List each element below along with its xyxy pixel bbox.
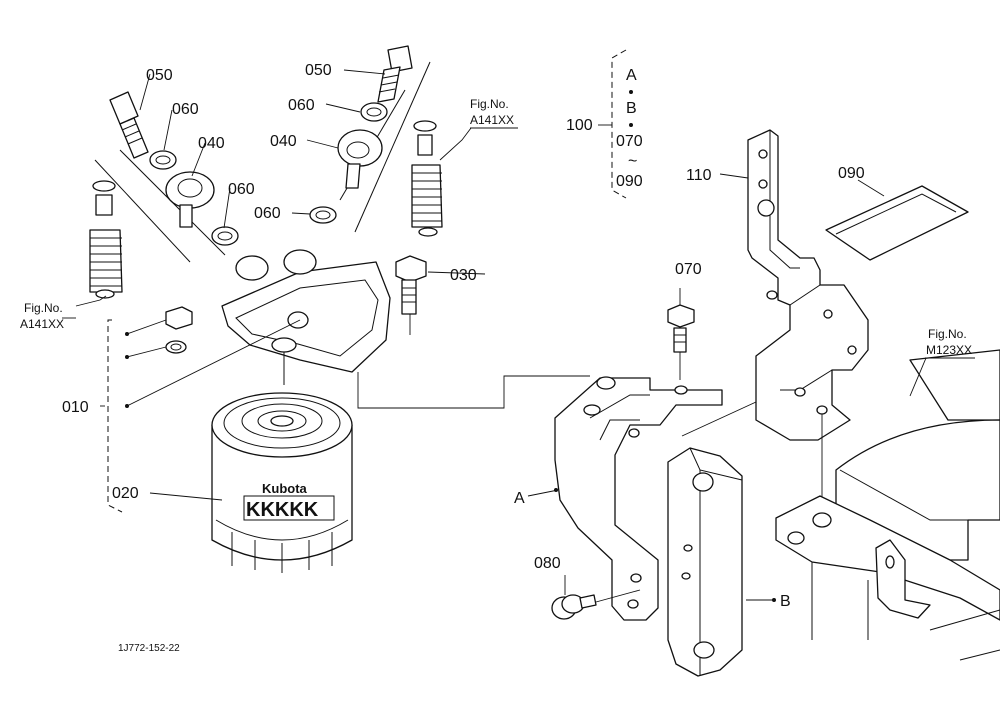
tractor-body-outline xyxy=(775,349,1000,661)
banjo-fitting-left xyxy=(165,171,215,228)
fig-ref-body-code: M123XX xyxy=(926,343,972,357)
assembly-item-b: B xyxy=(626,100,637,117)
label-110: 110 xyxy=(686,167,712,184)
washer-left-upper xyxy=(149,150,177,170)
label-070-bolt: 070 xyxy=(675,261,702,278)
label-060-right-upper: 060 xyxy=(288,97,315,114)
part-labels: 050 060 040 060 050 060 040 060 030 010 … xyxy=(62,62,865,610)
assembly-100-list: A B 070 ~ 090 xyxy=(616,67,643,190)
fig-ref-body-label: Fig.No. xyxy=(928,327,967,341)
label-040-left: 040 xyxy=(198,135,225,152)
washer-right-upper xyxy=(360,102,388,122)
leader-lines-right-top xyxy=(291,69,518,275)
fuel-hose-right xyxy=(411,120,443,237)
label-050-right: 050 xyxy=(305,62,332,79)
filter-logo-text: KKKKK xyxy=(246,499,319,521)
bracket-bolt-070 xyxy=(667,288,695,380)
washer-right-lower xyxy=(309,206,337,224)
label-plate-b: B xyxy=(780,593,791,610)
label-100: 100 xyxy=(566,117,593,134)
label-bracket-a: A xyxy=(514,490,525,507)
figure-references: Fig.No. A141XX Fig.No. A141XX Fig.No. M1… xyxy=(20,97,972,357)
fig-ref-left-code: A141XX xyxy=(20,317,64,331)
banjo-bolt-right xyxy=(377,45,413,103)
label-090-sheet: 090 xyxy=(838,165,865,182)
leader-lines-left xyxy=(62,73,301,501)
label-060-right-lower: 060 xyxy=(254,205,281,222)
label-060-left-upper: 060 xyxy=(172,101,199,118)
leader-lines-bracket xyxy=(527,401,776,602)
bracket-a xyxy=(554,376,723,621)
fig-ref-right-code: A141XX xyxy=(470,113,514,127)
drain-plug xyxy=(165,306,193,354)
label-050-left: 050 xyxy=(146,67,173,84)
connector-line xyxy=(357,372,590,409)
label-020: 020 xyxy=(112,485,139,502)
banjo-fitting-right xyxy=(337,129,383,189)
mount-bracket-110 xyxy=(747,129,869,500)
filter-head-bolt xyxy=(395,255,427,335)
plate-b xyxy=(667,447,743,677)
banjo-bolt-left xyxy=(109,91,149,159)
assembly-bracket-left xyxy=(107,319,129,513)
diagram-code: 1J772-152-22 xyxy=(118,643,180,654)
filter-head xyxy=(221,249,391,385)
label-060-left-lower: 060 xyxy=(228,181,255,198)
fig-ref-right-label: Fig.No. xyxy=(470,97,509,111)
label-040-right: 040 xyxy=(270,133,297,150)
washer-left-lower xyxy=(211,226,239,246)
fuel-hose-left xyxy=(89,149,226,299)
leader-110 xyxy=(719,173,749,179)
label-080: 080 xyxy=(534,555,561,572)
label-sheet-090 xyxy=(825,179,969,261)
label-030: 030 xyxy=(450,267,477,284)
assembly-range-from: 070 xyxy=(616,133,643,150)
label-010: 010 xyxy=(62,399,89,416)
filter-brand-text: Kubota xyxy=(262,481,308,496)
assembly-range-to: 090 xyxy=(616,173,643,190)
fuel-filter-cartridge xyxy=(211,392,353,573)
fig-ref-left-label: Fig.No. xyxy=(24,301,63,315)
bracket-bolt-080 xyxy=(551,589,641,620)
assembly-bracket-100 xyxy=(598,49,633,199)
assembly-item-a: A xyxy=(626,67,637,84)
assembly-range-sep: ~ xyxy=(628,153,637,170)
